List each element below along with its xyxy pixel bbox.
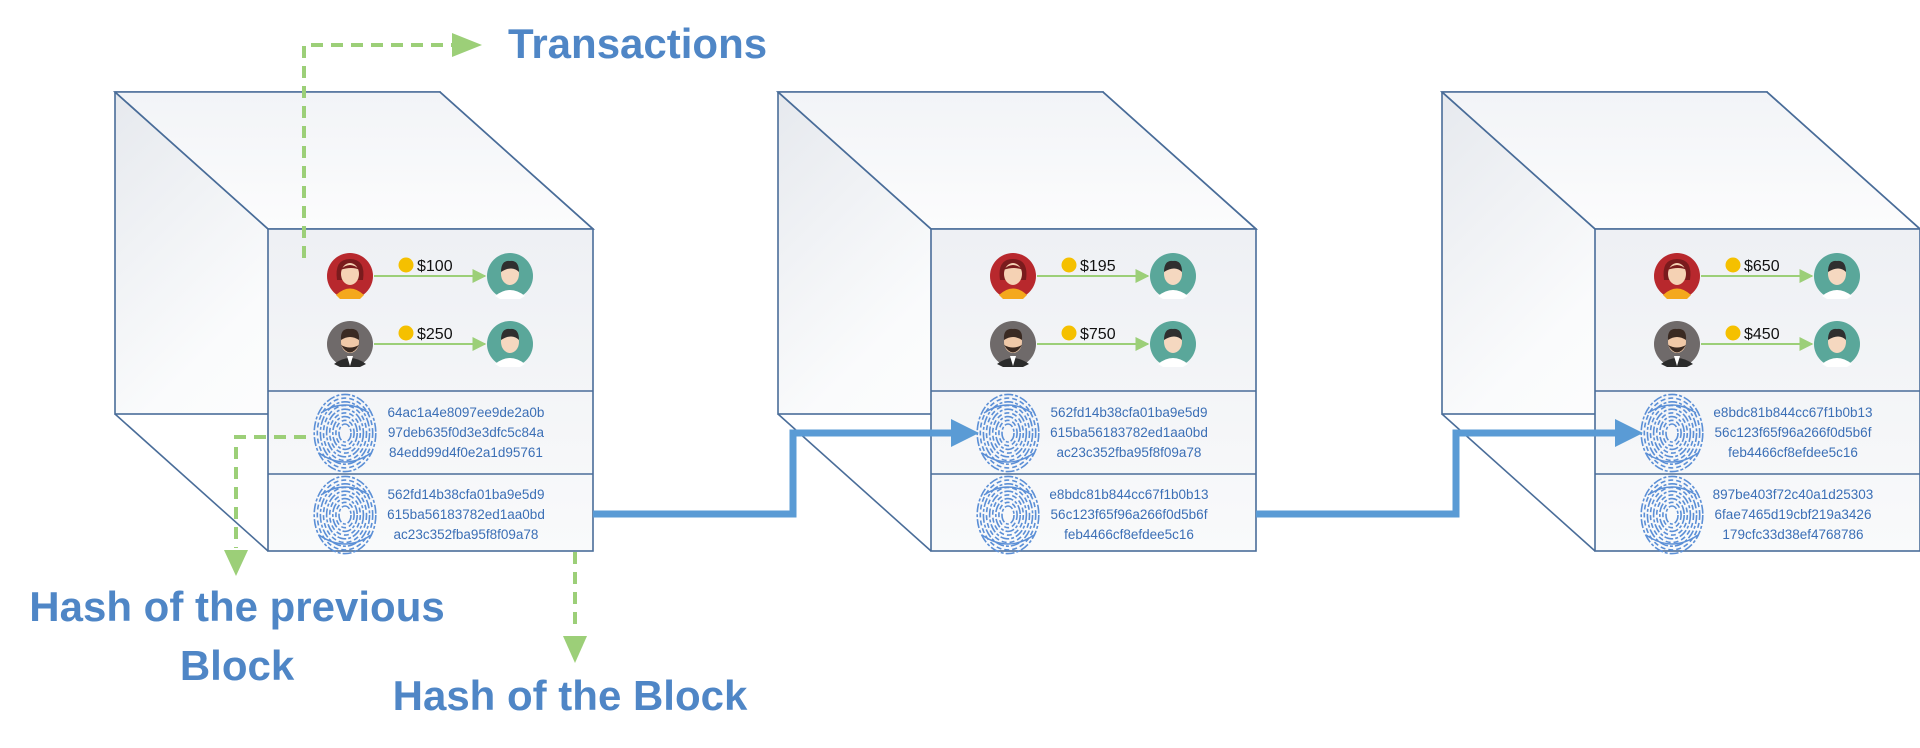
man-avatar-icon (1150, 253, 1196, 299)
transaction-row: $450 (1654, 321, 1860, 367)
block-hash-text-line: 179cfc33d38ef4768786 (1722, 527, 1863, 542)
transaction-amount: $195 (1080, 258, 1116, 275)
transaction-row: $195 (990, 253, 1196, 299)
fingerprint-icon (976, 475, 1040, 555)
prev-hash-text-line: e8bdc81b844cc67f1b0b13 (1713, 405, 1872, 420)
fingerprint-icon (1640, 475, 1704, 555)
prev-hash-text-line: 56c123f65f96a266f0d5b6f (1715, 425, 1872, 440)
prev-hash-text-line: 84edd99d4f0e2a1d95761 (389, 445, 543, 460)
coin-icon (1725, 325, 1741, 341)
block-hash-section: 562fd14b38cfa01ba9e5d9 615ba56183782ed1aa… (313, 475, 545, 555)
prev-hash-section: e8bdc81b844cc67f1b0b13 56c123f65f96a266f0… (1640, 393, 1873, 473)
coin-icon (1061, 325, 1077, 341)
transaction-amount: $650 (1744, 258, 1780, 275)
block-hash-text-line: 897be403f72c40a1d25303 (1713, 487, 1874, 502)
prev-hash-callout-arrowhead (224, 550, 248, 576)
woman-avatar-icon (1654, 253, 1700, 299)
bearded-man-avatar-icon (990, 321, 1036, 367)
fingerprint-icon (313, 393, 377, 473)
fingerprint-icon (313, 475, 377, 555)
block: $650 $450 e8bdc81b844cc67f1b0b13 56c123f65f… (1439, 91, 1920, 555)
transaction-amount: $100 (417, 258, 453, 275)
chain-link-arrowhead (1615, 419, 1643, 447)
block-hash-text-line: feb4466cf8efdee5c16 (1064, 527, 1194, 542)
man-avatar-icon (1814, 321, 1860, 367)
transaction-amount: $450 (1744, 326, 1780, 343)
bearded-man-avatar-icon (327, 321, 373, 367)
coin-icon (398, 325, 414, 341)
block-front-face (1594, 228, 1920, 552)
block-hash-text-line: e8bdc81b844cc67f1b0b13 (1049, 487, 1208, 502)
woman-avatar-icon (327, 253, 373, 299)
transaction-row: $650 (1654, 253, 1860, 299)
man-avatar-icon (1814, 253, 1860, 299)
block-front-face (930, 228, 1257, 552)
transactions-callout-arrow (302, 43, 470, 258)
transactions-label: Transactions (508, 20, 767, 67)
block-hash-label: Hash of the Block (393, 672, 748, 719)
prev-hash-text-line: 615ba56183782ed1aa0bd (1050, 425, 1208, 440)
block-hash-text-line: 562fd14b38cfa01ba9e5d9 (388, 487, 545, 502)
bearded-man-avatar-icon (1654, 321, 1700, 367)
transaction-row: $750 (990, 321, 1196, 367)
man-avatar-icon (487, 253, 533, 299)
man-avatar-icon (487, 321, 533, 367)
prev-hash-text-line: 562fd14b38cfa01ba9e5d9 (1051, 405, 1208, 420)
prev-hash-section: 64ac1a4e8097ee9de2a0b 97deb635f0d3e3dfc5c… (313, 393, 545, 473)
transaction-row: $100 (327, 253, 533, 299)
block-hash-text-line: ac23c352fba95f8f09a78 (394, 527, 539, 542)
block-hash-text-line: 615ba56183782ed1aa0bd (387, 507, 545, 522)
woman-avatar-icon (990, 253, 1036, 299)
coin-icon (1725, 257, 1741, 273)
coin-icon (398, 257, 414, 273)
chain-link-arrow (593, 429, 955, 518)
transaction-amount: $750 (1080, 326, 1116, 343)
prev-hash-text-line: 64ac1a4e8097ee9de2a0b (388, 405, 545, 420)
prev-hash-label-line1: Hash of the previous (29, 583, 444, 630)
prev-hash-label-line2: Block (180, 642, 295, 689)
transaction-amount: $250 (417, 326, 453, 343)
chain-link-arrow (1256, 429, 1619, 518)
fingerprint-icon (1640, 393, 1704, 473)
prev-hash-callout-arrow (234, 435, 306, 548)
chain-link-arrowhead (951, 419, 979, 447)
prev-hash-text-line: feb4466cf8efdee5c16 (1728, 445, 1858, 460)
man-avatar-icon (1150, 321, 1196, 367)
block: $195 $750 562fd14b38cfa01ba9e5d9 615ba56183… (775, 91, 1259, 555)
block-hash-text-line: 56c123f65f96a266f0d5b6f (1051, 507, 1208, 522)
block-front-face (267, 228, 594, 552)
block-hash-callout-arrowhead (563, 636, 587, 663)
block-hash-section: e8bdc81b844cc67f1b0b13 56c123f65f96a266f0… (976, 475, 1209, 555)
prev-hash-text-line: ac23c352fba95f8f09a78 (1057, 445, 1202, 460)
prev-hash-text-line: 97deb635f0d3e3dfc5c84a (388, 425, 545, 440)
block: $100 $250 64ac1a4e8097ee9de2a0b 97deb635f0d… (112, 91, 596, 555)
block-hash-section: 897be403f72c40a1d25303 6fae7465d19cbf219a… (1640, 475, 1874, 555)
coin-icon (1061, 257, 1077, 273)
block-hash-text-line: 6fae7465d19cbf219a3426 (1715, 507, 1872, 522)
transactions-callout-arrowhead (452, 33, 482, 57)
transaction-row: $250 (327, 321, 533, 367)
